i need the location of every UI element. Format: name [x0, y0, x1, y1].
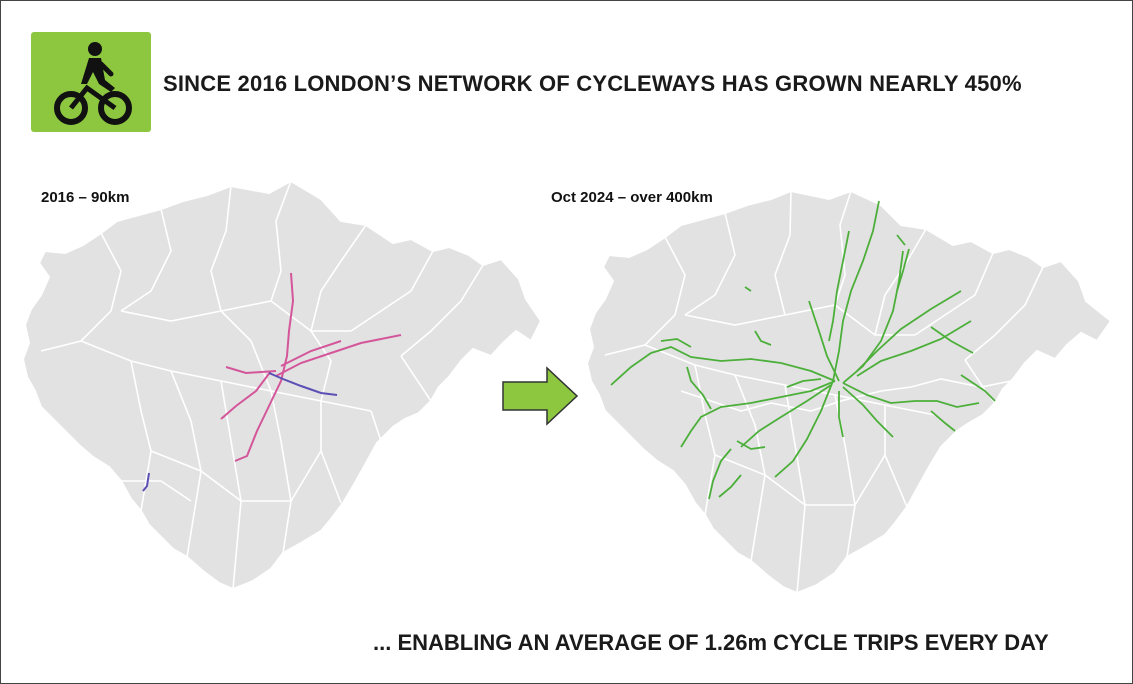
- cycleway-routes-2016: [220, 272, 402, 462]
- map-2024: [585, 191, 1113, 595]
- borough-boundaries-2024: [604, 191, 1044, 594]
- map-label-2016: 2016 – 90km: [41, 189, 130, 206]
- map-2016: [21, 181, 543, 591]
- cycleway-routes-2016-east: [142, 372, 338, 492]
- london-outline-2016: [21, 181, 543, 591]
- headline: SINCE 2016 LONDON’S NETWORK OF CYCLEWAYS…: [163, 71, 1022, 96]
- footer-tagline: ... ENABLING AN AVERAGE OF 1.26m CYCLE T…: [373, 630, 1049, 655]
- right-arrow-icon: [502, 366, 579, 426]
- cyclist-logo: [31, 32, 151, 132]
- borough-boundaries-2016: [40, 181, 484, 590]
- map-label-2024: Oct 2024 – over 400km: [551, 189, 713, 206]
- cyclist-icon: [54, 42, 132, 125]
- cycleway-routes-2024: [610, 200, 996, 500]
